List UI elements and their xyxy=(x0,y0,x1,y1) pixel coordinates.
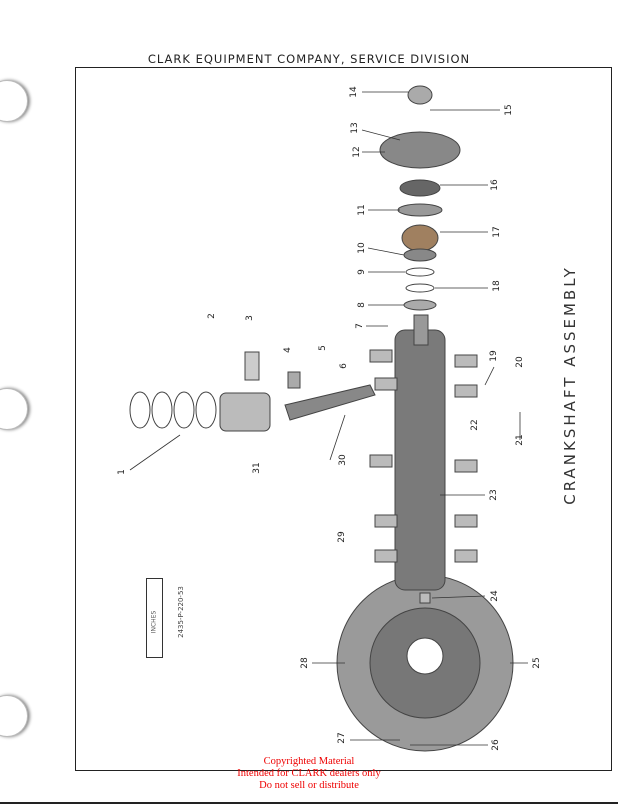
callout-20: 20 xyxy=(515,356,525,368)
crankshaft xyxy=(394,329,446,591)
illustration-frame xyxy=(75,67,612,771)
callout-15: 15 xyxy=(504,104,514,116)
piston xyxy=(219,392,271,432)
page-edge xyxy=(0,802,618,804)
callout-2: 2 xyxy=(207,313,217,319)
callout-13: 13 xyxy=(350,122,360,134)
callout-4: 4 xyxy=(283,347,293,353)
copyright-line: Do not sell or distribute xyxy=(259,780,359,791)
callout-24: 24 xyxy=(490,590,500,602)
callout-26: 26 xyxy=(491,739,501,751)
callout-8: 8 xyxy=(357,302,367,308)
connecting-rod xyxy=(284,384,376,421)
callout-16: 16 xyxy=(490,179,500,191)
callout-7: 7 xyxy=(355,323,365,329)
callout-30: 30 xyxy=(338,454,348,466)
copyright-notice: Copyrighted Material Intended for CLARK … xyxy=(0,756,618,792)
callout-3: 3 xyxy=(245,315,255,321)
inch-scale xyxy=(146,578,163,658)
copyright-line: Copyrighted Material xyxy=(263,756,355,767)
callout-29: 29 xyxy=(337,531,347,543)
callout-11: 11 xyxy=(357,204,367,216)
callout-12: 12 xyxy=(352,146,362,158)
figure-code: 2435-P-220-53 xyxy=(177,586,185,638)
callout-1: 1 xyxy=(117,469,127,475)
callout-23: 23 xyxy=(489,489,499,501)
scale-unit-label: INCHES xyxy=(150,610,158,634)
callout-21: 21 xyxy=(515,434,525,446)
punch-hole xyxy=(0,80,28,122)
callout-5: 5 xyxy=(318,345,328,351)
copyright-line: Intended for CLARK dealers only xyxy=(237,768,381,779)
callout-6: 6 xyxy=(339,363,349,369)
callout-31: 31 xyxy=(252,462,262,474)
callout-27: 27 xyxy=(337,732,347,744)
callout-18: 18 xyxy=(492,280,502,292)
diagram-title: CRANKSHAFT ASSEMBLY xyxy=(561,265,579,505)
pulley xyxy=(379,131,461,169)
callout-17: 17 xyxy=(492,226,502,238)
callout-14: 14 xyxy=(349,86,359,98)
callout-9: 9 xyxy=(357,269,367,275)
callout-22: 22 xyxy=(470,419,480,431)
callout-25: 25 xyxy=(532,657,542,669)
page-header: CLARK EQUIPMENT COMPANY, SERVICE DIVISIO… xyxy=(147,52,471,66)
callout-19: 19 xyxy=(489,350,499,362)
callout-28: 28 xyxy=(300,657,310,669)
callout-10: 10 xyxy=(357,242,367,254)
